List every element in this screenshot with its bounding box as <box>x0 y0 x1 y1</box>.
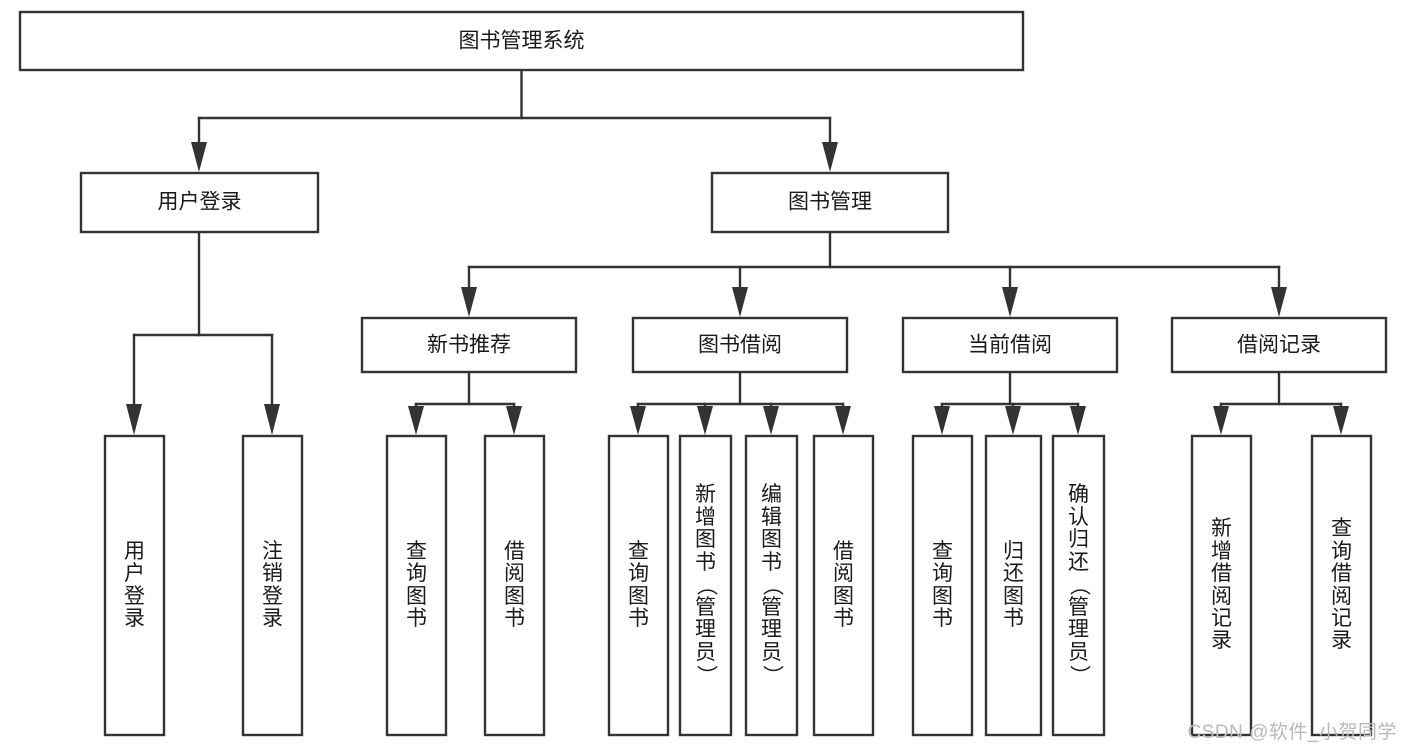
node-box-book-borrow[interactable] <box>631 316 849 374</box>
arrowhead-leaf-confirm-return-admin <box>1070 406 1086 435</box>
node-box-leaf-add-book-admin[interactable] <box>678 434 733 737</box>
node-box-leaf-borrow-book-recommend[interactable] <box>483 434 546 737</box>
arrowhead-leaf-borrow-book-borrow <box>835 406 851 435</box>
connector-group-borrow-record <box>1213 370 1349 435</box>
arrowhead-leaf-add-book-admin <box>697 406 713 435</box>
node-label-current-borrow: 当前借阅 <box>968 334 1052 357</box>
node-label-book-management: 图书管理 <box>788 191 872 214</box>
connector-group-root <box>191 68 838 172</box>
node-box-root[interactable] <box>18 10 1025 72</box>
node-label-root: 图书管理系统 <box>459 30 585 53</box>
node-label-book-borrow: 图书借阅 <box>698 334 782 357</box>
arrowhead-leaf-return-book <box>1005 406 1021 435</box>
arrowhead-leaf-query-book-current <box>934 406 950 435</box>
arrowhead-leaf-user-login <box>126 404 142 435</box>
arrowhead-leaf-add-borrow-record <box>1213 406 1229 435</box>
node-box-borrow-record[interactable] <box>1170 316 1388 374</box>
node-box-leaf-add-borrow-record[interactable] <box>1190 434 1253 737</box>
node-box-leaf-query-borrow-record[interactable] <box>1310 434 1373 737</box>
node-box-leaf-edit-book-admin[interactable] <box>744 434 799 737</box>
node-box-book-management[interactable] <box>710 171 950 234</box>
arrowhead-leaf-query-book-recommend <box>408 406 424 435</box>
node-label-borrow-record: 借阅记录 <box>1237 334 1321 357</box>
connector-group-book-management <box>461 230 1287 317</box>
arrowhead-leaf-user-logout <box>264 404 280 435</box>
node-box-leaf-user-logout[interactable] <box>241 434 304 737</box>
connector-group-user-login <box>126 230 280 435</box>
arrowhead-leaf-edit-book-admin <box>763 406 779 435</box>
leaf-box-group <box>103 434 1373 737</box>
arrowhead-book-borrow <box>732 287 748 317</box>
arrowhead-book-management <box>822 142 838 172</box>
node-box-new-book-recommend[interactable] <box>360 316 578 374</box>
arrowhead-user-login <box>191 142 207 172</box>
node-box-leaf-user-login[interactable] <box>103 434 166 737</box>
node-box-leaf-query-book-borrow[interactable] <box>607 434 670 737</box>
arrowhead-leaf-borrow-book-recommend <box>506 406 522 435</box>
node-box-current-borrow[interactable] <box>901 316 1119 374</box>
node-box-leaf-query-book-current[interactable] <box>911 434 974 737</box>
csdn-watermark: CSDN @软件_小贺同学 <box>1187 722 1397 743</box>
arrowhead-new-book-recommend <box>461 287 477 317</box>
node-label-new-book-recommend: 新书推荐 <box>427 334 511 357</box>
connector-group-new-book-recommend <box>408 370 522 435</box>
node-box-leaf-return-book[interactable] <box>984 434 1043 737</box>
arrowhead-borrow-record <box>1271 287 1287 317</box>
arrowhead-leaf-query-book-borrow <box>630 406 646 435</box>
connector-group-book-borrow <box>630 370 851 435</box>
arrowhead-current-borrow <box>1002 287 1018 317</box>
node-box-leaf-query-book-recommend[interactable] <box>385 434 448 737</box>
node-box-leaf-borrow-book-borrow[interactable] <box>812 434 875 737</box>
connector-group-current-borrow <box>934 370 1086 435</box>
arrowhead-leaf-query-borrow-record <box>1333 406 1349 435</box>
node-box-leaf-confirm-return-admin[interactable] <box>1051 434 1106 737</box>
node-box-user-login[interactable] <box>79 171 320 234</box>
node-label-user-login: 用户登录 <box>158 191 242 214</box>
